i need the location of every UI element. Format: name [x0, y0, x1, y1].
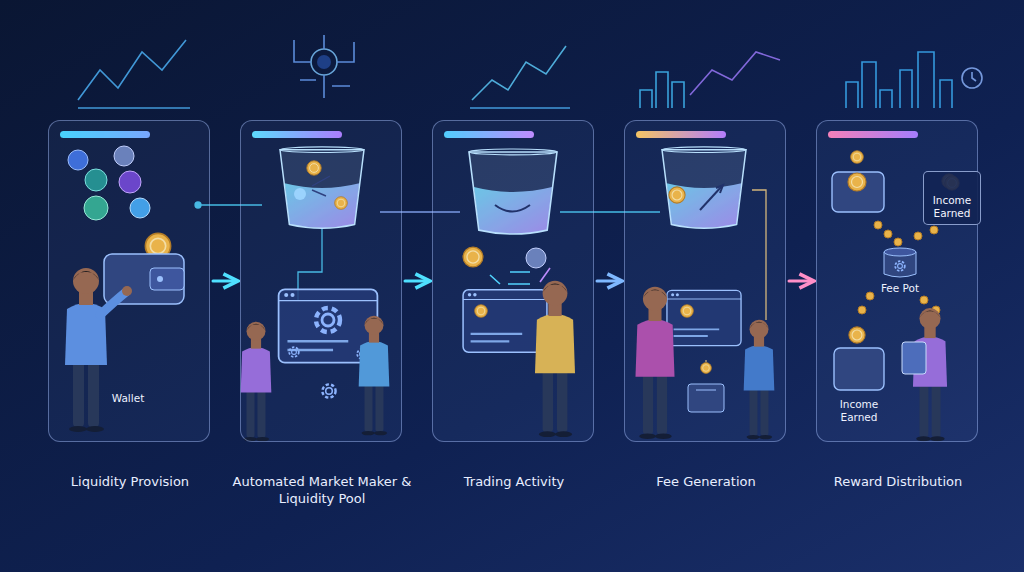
stage-caption: Reward Distribution [797, 473, 999, 490]
stage-panel: Automated Market Maker & Liquidity Pool [240, 120, 402, 442]
stage-caption: Automated Market Maker & Liquidity Pool [221, 473, 423, 507]
stage-panel: Reward DistributionIncome Earned [816, 120, 978, 442]
box-text: Income Earned [927, 194, 977, 220]
illustration-label: Fee Pot [872, 282, 928, 295]
stage-caption: Trading Activity [413, 473, 615, 490]
flow-arrow [213, 280, 236, 283]
flow-arrow [789, 280, 812, 283]
stage-caption: Liquidity Provision [29, 473, 231, 490]
stage-panel: Fee Generation [624, 120, 786, 442]
flow-arrow [405, 280, 428, 283]
income-box: Income Earned [923, 171, 981, 225]
stage-caption: Fee Generation [605, 473, 807, 490]
flow-arrow [597, 280, 620, 283]
illustration-label: Wallet [96, 392, 160, 405]
stage-panel: Trading Activity [432, 120, 594, 442]
illustration-label: Income Earned [829, 398, 889, 424]
